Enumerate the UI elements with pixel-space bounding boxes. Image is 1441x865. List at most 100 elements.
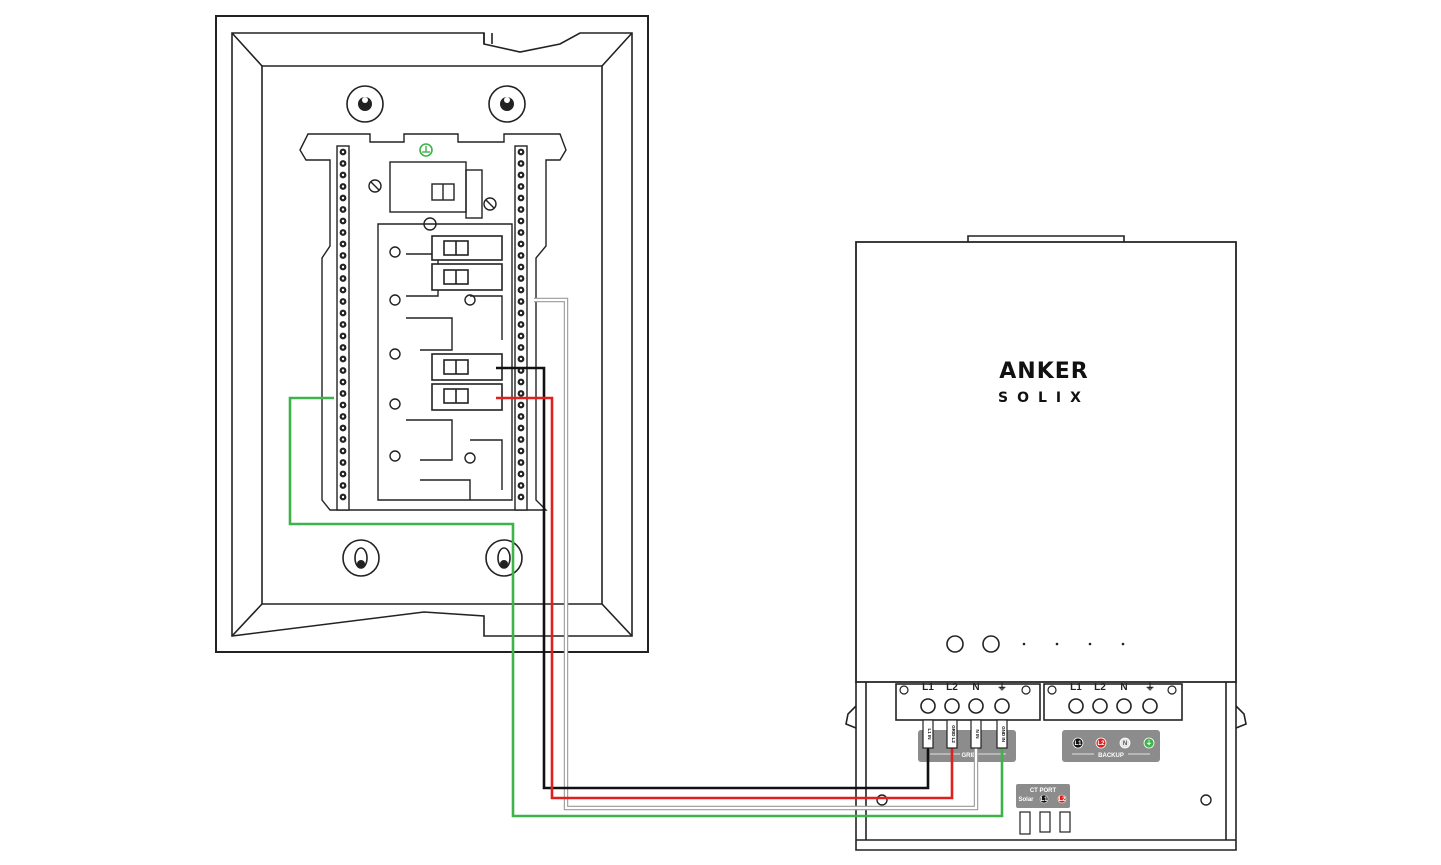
main-lug-screws [368,179,497,464]
backup-dot-label-l1: L1 [1074,741,1082,747]
bus-screw-head [519,311,523,315]
backup-terminal-block: L1 L2 N ⏚ [1043,681,1183,721]
backup-dot-label-ground: ⏚ [1146,740,1152,747]
bus-screw-head [519,438,523,441]
breaker-4[interactable] [431,383,503,411]
wire-tag-ground: GND IN [1001,726,1006,742]
grid-header-ground: ⏚ [997,681,1007,693]
bus-screw-head [341,265,345,269]
bus-screw-head [519,426,523,430]
breaker-1[interactable] [431,235,503,261]
mounting-hole-top-right [488,85,526,123]
bus-screw-head [519,449,523,453]
bus-screw-head [519,357,523,361]
bus-screw-head [341,415,345,418]
backup-terminal-screw-l2[interactable] [1092,698,1108,714]
bus-screw-head [341,357,345,361]
breaker-panel [215,15,649,653]
bus-screw-head [341,495,345,499]
line1-wire [496,366,930,790]
bus-screw-head [341,231,345,234]
bus-screw-head [519,461,523,464]
status-led [1022,642,1026,646]
bus-screw-head [341,346,345,349]
bus-screw-head [519,208,523,211]
grid-terminal-screw-ground[interactable] [994,698,1010,714]
bus-screw-head [341,196,345,200]
ct-connector-3[interactable] [1059,811,1071,833]
grid-terminal-block: L1 L2 N ⏚ [895,681,1041,721]
grid-terminal-screw-l2[interactable] [944,698,960,714]
bus-screw-head [341,426,345,430]
brand-logo: ANKER SOLIX [998,359,1090,406]
bus-screw-head [341,403,345,407]
ct-dot-label-l2: L2 [1058,797,1066,803]
cable-gland-left [876,794,888,806]
ground-wire [288,396,1004,818]
mounting-hole-top-left [346,85,384,123]
ct-connector-1[interactable] [1019,811,1031,835]
bus-screw-head [519,196,523,200]
backup-ground-dot [1143,737,1155,749]
grid-terminal-screw-l1[interactable] [920,698,936,714]
bus-screw-head [519,323,523,326]
wire-tag-l2: GRID L2 [951,725,956,743]
grid-terminal-screw-n[interactable] [968,698,984,714]
bus-screw-head [519,242,523,246]
mounting-hole-bottom-left [342,539,380,577]
bus-screw-head [519,254,523,257]
bus-screw-head [519,369,523,372]
neutral-bus-left [336,145,350,511]
status-led [1055,642,1059,646]
bus-screw-head [519,495,523,499]
bus-screw-head [341,369,345,372]
bus-screw-head [341,438,345,441]
backup-dot-label-l2: L2 [1097,741,1105,747]
ct-connectors [1019,811,1071,835]
bus-screw-head [519,265,523,269]
ct-l2-dot [1057,794,1067,804]
breaker-2[interactable] [431,263,503,291]
bus-screw-head [519,484,523,487]
grid-header-l2: L2 [946,682,958,693]
backup-label-bar: L1 L2 N ⏚ BACKUP [1062,730,1160,762]
power-button[interactable] [946,635,964,653]
backup-terminal-screw-l1[interactable] [1068,698,1084,714]
bus-screw-head [341,461,345,464]
bus-bar [336,145,350,511]
panel-interior [299,133,567,511]
backup-header-l2: L2 [1094,682,1106,693]
bus-screw-head [519,415,523,418]
bus-bar [514,145,528,511]
bus-screw-head [519,150,523,154]
bus-screw-head [519,300,523,303]
brand-name-solix: SOLIX [998,390,1090,406]
ground-screw-icon [419,143,433,157]
cable-gland-right [1200,794,1212,806]
backup-l1-dot [1072,737,1084,749]
bus-screw-head [341,392,345,395]
wire-tag-n: N IN [975,730,980,739]
bus-screw-head [341,185,345,188]
backup-header-ground: ⏚ [1145,681,1155,693]
bus-screw-head [341,311,345,315]
bus-screw-head [519,162,523,165]
grid-header-n: N [972,682,979,693]
backup-header-l1: L1 [1070,682,1082,693]
bus-screw-head [341,484,345,487]
bus-screw-head [341,300,345,303]
function-button[interactable] [982,635,1000,653]
backup-terminal-screw-ground[interactable] [1142,698,1158,714]
bus-screw-head [519,288,523,292]
backup-terminal-screw-n[interactable] [1116,698,1132,714]
mounting-hole-bottom-right [485,539,523,577]
brand-name-anker: ANKER [999,359,1088,384]
bus-screw-head [519,173,523,177]
ct-connector-2[interactable] [1039,811,1051,833]
backup-n-dot [1119,737,1131,749]
breaker-3[interactable] [431,353,503,381]
bus-screw-head [519,334,523,338]
bus-screw-head [341,173,345,177]
wire-tag-l1: L1 IN [927,728,932,739]
